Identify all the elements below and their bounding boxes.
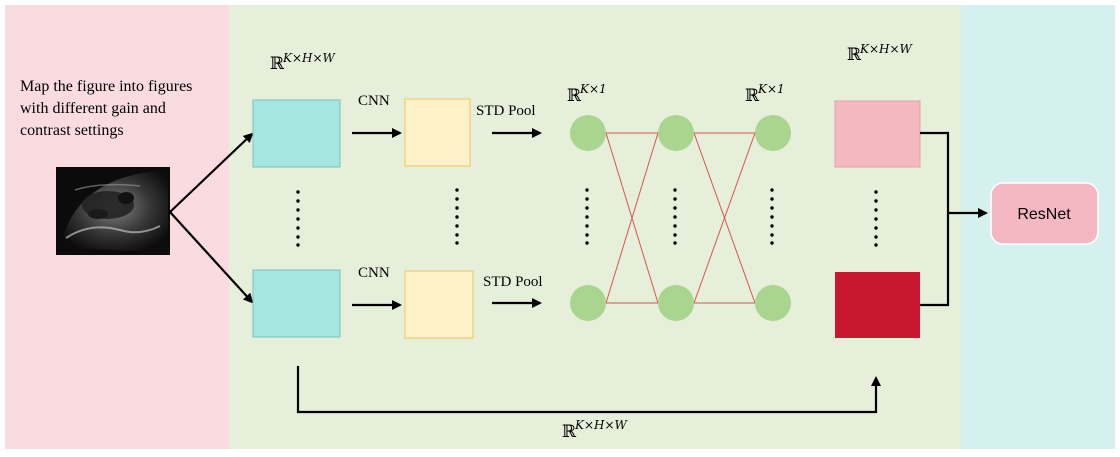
input-feature-map-bottom [252, 269, 341, 338]
cnn-feature-map-top [404, 98, 471, 167]
description-line-1: Map the figure into figures [20, 78, 192, 95]
input-dim-sup: K×H×W [282, 51, 337, 65]
arrow-icon [169, 132, 254, 213]
node-l1-bottom [570, 285, 606, 321]
output-dim-sup: K×H×W [859, 42, 914, 56]
ellipsis-dots [455, 188, 459, 245]
ellipsis-dots [874, 190, 878, 247]
skip-connection [296, 366, 881, 414]
skip-dim-label: ℝ K×H×W [562, 418, 629, 442]
resnet-box [990, 182, 1099, 245]
arrow-icon [169, 211, 254, 304]
std-pool-label-top: STD Pool [476, 103, 536, 119]
input-dim-label: ℝ K×H×W [270, 51, 337, 74]
output-feature-map-bottom [835, 272, 920, 338]
node-l2-top [658, 115, 694, 151]
skip-dim-base: ℝ [562, 422, 577, 442]
node-l1-top [570, 115, 606, 151]
vec-left-dim-base: ℝ [567, 86, 582, 106]
description-line-2: with different gain and [20, 100, 166, 117]
resnet-label: ResNet [1017, 206, 1071, 223]
ultrasound-image [56, 167, 170, 255]
input-feature-map-top [252, 99, 341, 168]
cnn-label-bottom: CNN [358, 265, 390, 281]
output-feature-map-top [834, 100, 921, 168]
vec-left-dim-label: ℝ K×1 [567, 82, 607, 106]
vec-left-dim-sup: K×1 [579, 82, 607, 96]
merge-bracket [920, 131, 950, 307]
description-line-3: contrast settings [20, 122, 124, 139]
ellipsis-dots [673, 188, 677, 245]
input-dim-base: ℝ [270, 54, 285, 74]
vec-right-dim-sup: K×1 [757, 82, 785, 96]
cnn-feature-map-bottom [404, 270, 474, 339]
vec-right-dim-label: ℝ K×1 [745, 82, 785, 106]
output-dim-base: ℝ [847, 45, 862, 65]
vec-right-dim-base: ℝ [745, 86, 760, 106]
fc-connections [605, 132, 756, 304]
panel-middle [229, 5, 961, 449]
output-dim-label: ℝ K×H×W [847, 42, 914, 65]
skip-dim-sup: K×H×W [574, 418, 629, 432]
std-pool-label-bottom: STD Pool [483, 274, 543, 290]
cnn-label-top: CNN [358, 93, 390, 109]
ellipsis-dots [296, 190, 300, 247]
node-l3-bottom [755, 285, 791, 321]
node-l3-top [755, 115, 791, 151]
ellipsis-dots [585, 188, 589, 245]
ellipsis-dots [770, 188, 774, 245]
node-l2-bottom [658, 285, 694, 321]
